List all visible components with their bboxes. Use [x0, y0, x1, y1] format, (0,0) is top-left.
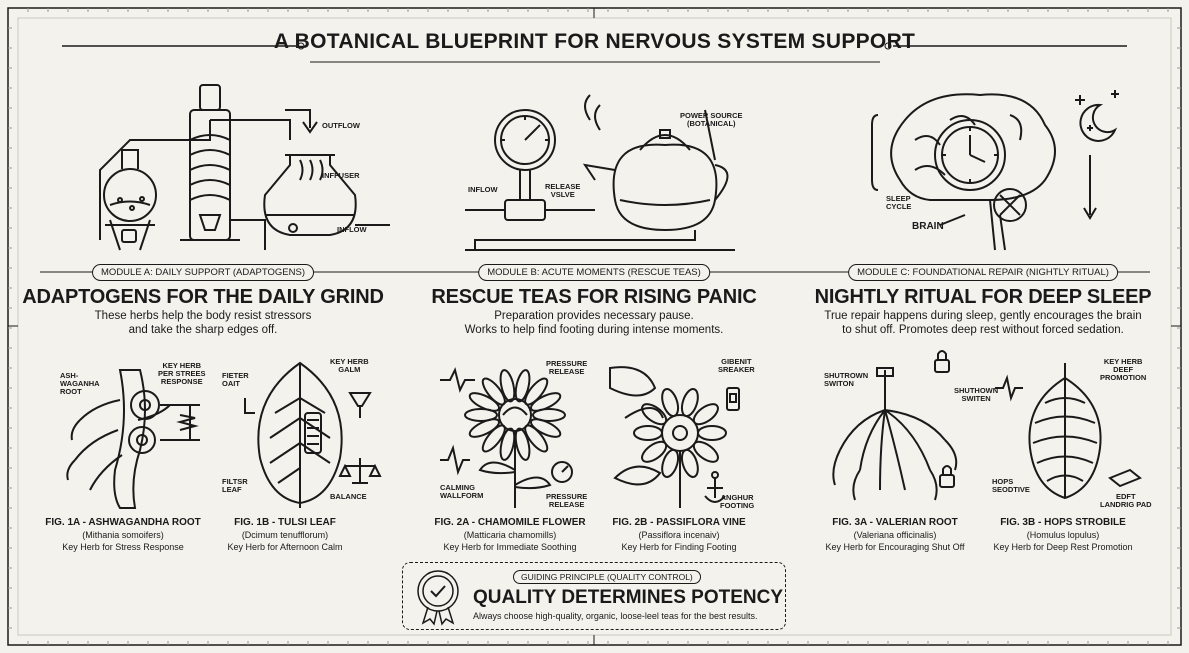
fig-1b-label-balance: BALANCE	[330, 492, 367, 501]
module-b-tag: MODULE B: ACUTE MOMENTS (RESCUE TEAS)	[478, 264, 710, 281]
fig-3b-scientific-name: (Homulus lopulus)	[1026, 530, 1100, 540]
fig-3a-role: Key Herb for Encouraging Shut Off	[825, 542, 965, 552]
brain-clock-illustration	[870, 80, 1130, 250]
chamomile-flower-illustration	[440, 360, 590, 510]
quality-control-box: GUIDING PRINCIPLE (QUALITY CONTROL) QUAL…	[402, 562, 786, 630]
apparatus-label-inflow: INFLOW	[337, 225, 367, 234]
ashwagandha-root-illustration	[60, 360, 210, 510]
module-a-tag: MODULE A: DAILY SUPPORT (ADAPTOGENS)	[92, 264, 314, 281]
fig-2b-role: Key Herb for Finding Footing	[621, 542, 737, 552]
quality-text: Always choose high-quality, organic, loo…	[473, 611, 758, 621]
module-a-description: These herbs help the body resist stresso…	[23, 309, 383, 337]
passiflora-vine-illustration	[605, 358, 755, 508]
fig-2a-scientific-name: (Matticaria chamomills)	[463, 530, 557, 540]
fig-2b-title: FIG. 2B - PASSIFLORA VINE	[612, 517, 746, 528]
module-b-title: RESCUE TEAS FOR RISING PANIC	[431, 286, 757, 308]
module-c-tag: MODULE C: FOUNDATIONAL REPAIR (NIGHTLY R…	[848, 264, 1118, 281]
valerian-root-illustration	[825, 360, 975, 510]
hops-strobile-illustration	[995, 358, 1145, 508]
module-b-desc-line-1: Preparation provides necessary pause.	[494, 310, 694, 322]
fig-3b-title: FIG. 3B - HOPS STROBILE	[1000, 517, 1126, 528]
fig-1b-title: FIG. 1B - TULSI LEAF	[234, 517, 336, 528]
module-b-desc-line-2: Works to help find footing during intens…	[464, 324, 724, 336]
fig-2b-scientific-name: (Passiflora incenaiv)	[638, 530, 720, 540]
distillation-apparatus-illustration	[90, 80, 390, 250]
quality-seal-icon	[413, 569, 463, 625]
tulsi-leaf-illustration	[240, 358, 380, 508]
module-a-desc-line-2: and take the sharp edges off.	[128, 324, 278, 336]
page-title: A BOTANICAL BLUEPRINT FOR NERVOUS SYSTEM…	[273, 30, 916, 53]
fig-1a-role: Key Herb for Stress Response	[62, 542, 184, 552]
module-c-desc-line-1: True repair happens during sleep, gently…	[824, 310, 1142, 322]
pressure-kettle-illustration	[465, 90, 745, 250]
fig-3a-title: FIG. 3A - VALERIAN ROOT	[832, 517, 958, 528]
module-b-description: Preparation provides necessary pause. Wo…	[414, 309, 774, 337]
apparatus-label-brain: BRAIN	[912, 221, 944, 232]
apparatus-label-power-source: POWER SOURCE(BOTANICAL)	[680, 111, 743, 128]
fig-1a-scientific-name: (Mithania somoifers)	[82, 530, 164, 540]
fig-1b-role: Key Herb for Afternoon Calm	[227, 542, 343, 552]
fig-1a-title: FIG. 1A - ASHWAGANDHA ROOT	[45, 517, 201, 528]
quality-tag: GUIDING PRINCIPLE (QUALITY CONTROL)	[513, 570, 701, 584]
apparatus-label-infuser: INFFUSER	[322, 171, 360, 180]
quality-title: QUALITY DETERMINES POTENCY	[473, 587, 784, 608]
module-c-title: NIGHTLY RITUAL FOR DEEP SLEEP	[814, 286, 1152, 308]
module-c-description: True repair happens during sleep, gently…	[793, 309, 1173, 337]
apparatus-label-outflow: OUTFLOW	[322, 121, 360, 130]
fig-1b-scientific-name: (Dcimum tenufflorum)	[241, 530, 329, 540]
fig-3b-role: Key Herb for Deep Rest Promotion	[993, 542, 1133, 552]
module-c-desc-line-2: to shut off. Promotes deep rest without …	[842, 324, 1124, 336]
fig-3a-scientific-name: (Valeriana officinalis)	[853, 530, 937, 540]
module-a-desc-line-1: These herbs help the body resist stresso…	[94, 310, 312, 322]
module-a-title: ADAPTOGENS FOR THE DAILY GRIND	[22, 286, 384, 308]
fig-2a-title: FIG. 2A - CHAMOMILE FLOWER	[434, 517, 586, 528]
fig-2a-role: Key Herb for Immediate Soothing	[443, 542, 577, 552]
apparatus-label-inflow-b: INFLOW	[468, 185, 498, 194]
